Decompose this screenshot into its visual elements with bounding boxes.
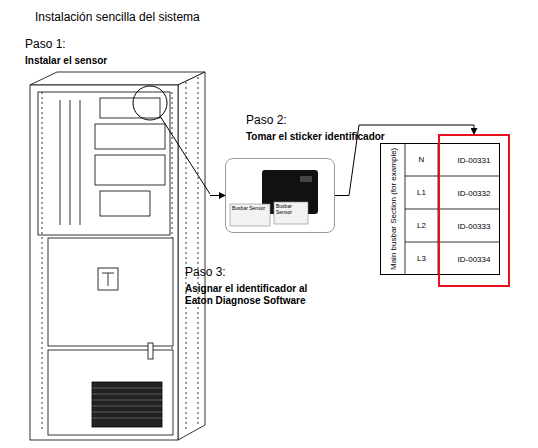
sticker-text: Busbar Sensor <box>276 204 306 215</box>
phase-name: N <box>405 143 438 176</box>
door-handle <box>148 343 153 359</box>
busbar-section <box>38 92 170 235</box>
table-heading: Main busbar Section (for example) <box>381 144 406 274</box>
step-heading: Paso 3: <box>185 265 335 279</box>
connector-arrow <box>210 195 225 196</box>
cabinet-front <box>30 85 178 440</box>
sensor-id: ID-00332 <box>440 177 508 210</box>
cabinet-drawing <box>30 72 210 440</box>
sticker <box>230 204 270 226</box>
perforated-strip <box>42 92 43 432</box>
logo-plate <box>98 268 118 290</box>
door-panel <box>48 238 173 346</box>
perforated-strip <box>198 77 199 426</box>
busbar-part <box>95 155 165 185</box>
vent-grille <box>92 382 162 427</box>
table-line <box>405 209 500 210</box>
vent-slats <box>92 388 162 418</box>
phase-name: L2 <box>405 209 438 242</box>
table-line <box>405 242 500 243</box>
step-heading: Paso 1: <box>25 37 215 51</box>
cabinet-node: Paso 1:Instalar el sensor <box>20 75 210 441</box>
leader-line <box>160 116 210 194</box>
cabinet-side <box>178 72 205 440</box>
busbar <box>60 100 61 225</box>
phase-name: L3 <box>405 242 438 275</box>
phase-name: L1 <box>405 176 438 209</box>
diagram-title: Instalación sencilla del sistema <box>35 10 200 24</box>
busbar-table: Main busbar Section (for example)ID-0033… <box>380 143 500 275</box>
step-description: Asignar el identificador al Eaton Diagno… <box>185 283 325 307</box>
sensor-id: ID-00331 <box>440 144 508 177</box>
busbar-part <box>100 98 160 118</box>
sticker-text: Busbar Sensor <box>232 206 268 212</box>
sensor-id: ID-00334 <box>440 243 508 276</box>
step-description: Instalar el sensor <box>25 55 215 67</box>
logo-mark <box>102 273 114 286</box>
highlight-circle <box>133 86 167 120</box>
sensor-id: ID-00333 <box>440 210 508 243</box>
busbar <box>80 100 81 225</box>
step-description: Tomar el sticker identificador <box>246 131 446 143</box>
busbar-part <box>100 191 150 216</box>
step-heading: Paso 2: <box>246 113 446 127</box>
perforated-strip <box>186 82 187 432</box>
busbar-part <box>95 124 165 149</box>
sticker <box>274 202 308 224</box>
sticker-box: Paso 2:Tomar el sticker identificador <box>225 158 335 233</box>
table-line <box>405 176 500 177</box>
door-panel <box>48 350 173 435</box>
sensor-body <box>262 170 318 214</box>
busbar <box>70 100 71 225</box>
connector-arrow <box>335 125 474 196</box>
sensor-detail <box>300 176 312 182</box>
cabinet-top <box>30 72 205 85</box>
sensor-picture <box>230 170 318 226</box>
id-highlight: ID-00331ID-00332ID-00333ID-00334 <box>438 134 510 287</box>
